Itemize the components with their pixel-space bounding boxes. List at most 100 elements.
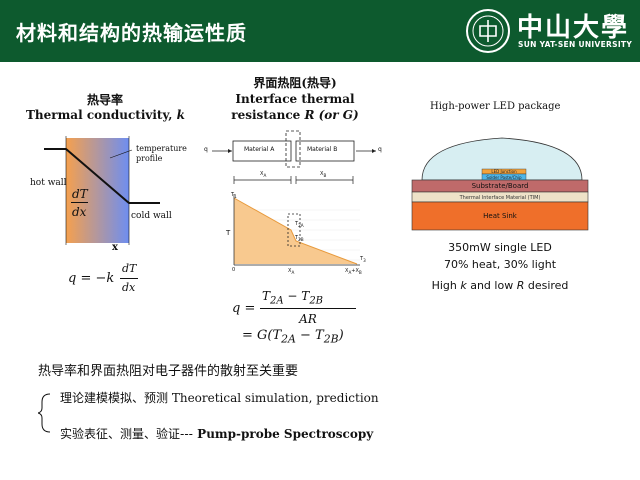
interface-zoom-box [287,213,301,247]
middle-title-cn: 界面热阻(热导) [253,76,337,90]
origin-label: 0 [232,267,236,273]
temperature-drop-line [233,197,358,265]
caption3-k: k [460,279,467,292]
middle-title-en-2: resistance R (or G) [225,108,365,122]
xa-span-text: X [260,171,264,177]
t3-label: T3 [360,256,366,263]
left-title-en-text: Thermal conductivity, [26,108,177,122]
interface-diagram [212,130,376,266]
g-sub-2a: 2A [281,332,296,346]
middle-title-var: R (or G) [304,108,359,122]
logo-chinese: 中山大學 [517,13,630,43]
fourier-bar [120,278,138,279]
led-package-title: High-power LED package [430,101,561,112]
xa-span-label: XA [260,171,267,178]
substrate-label: Substrate/Board [471,182,529,190]
university-seal-icon [466,9,510,53]
bullet-experiment-cn: 实验表征、测量、验证--- [60,427,193,441]
t-axis-label: T [226,229,231,237]
caption3-b: and low [466,279,517,292]
left-title-var: k [176,108,185,122]
dT-label: dT [72,187,88,201]
num-t-a: T [262,289,271,303]
t2b-label: T2B [295,235,304,242]
temperature-profile-label: temperature profile [136,144,187,164]
bullet-experiment: 实验表征、测量、验证--- Pump-probe Spectroscopy [60,425,373,442]
caption3-c: desired [524,279,569,292]
middle-title-en-2-text: resistance [231,108,305,122]
left-title-en: Thermal conductivity, k [26,108,186,122]
interface-formula-num: T2A − T2B [262,289,323,306]
conductivity-diagram [44,136,160,245]
num-sub-2a: 2A [270,295,284,307]
bullet-theory-en: Theoretical simulation, prediction [168,391,379,405]
fourier-den: dx [122,281,136,294]
xa-tick-text: X [288,268,292,274]
led-caption-1: 350mW single LED [448,241,552,254]
material-a-box [232,140,292,162]
middle-title-en-1: Interface thermal [235,92,355,106]
material-b-box [295,140,355,162]
g-eq-end: ) [338,328,344,343]
profile-pointer [109,149,133,159]
xb-span-label: XB [320,171,327,178]
interface-formula-lhs: q = [232,301,256,316]
xab-tick-label: XA+XB [345,268,362,275]
interface-fraction-bar [260,308,356,309]
logo-english: SUN YAT-SEN UNIVERSITY [518,40,633,49]
solder-paste-label: Solder Paste/Chip [486,175,522,180]
tim-label: Thermal Interface Material (TIM) [459,195,541,201]
t1-text: T [231,192,235,198]
temp-profile-line2: profile [136,154,163,163]
caption3-a: High [431,279,461,292]
t2a-label: T2A [295,221,304,228]
hot-wall-label: hot wall [30,178,67,188]
g-eq-mid: − T [295,328,324,343]
heat-sink-label: Heat Sink [483,212,517,220]
led-dome [421,137,583,181]
slab-gradient [66,138,129,243]
x-axis-label: x [112,242,118,253]
left-title-cn: 热导率 [86,93,123,107]
fourier-lhs: q = −k [68,271,115,286]
heat-sink-layer [411,201,589,231]
dT-fraction-bar [71,202,88,203]
led-caption-3: High k and low R desired [400,279,600,292]
temp-profile-line1: temperature [136,144,187,153]
num-t-b: T [301,289,310,303]
slide-title: 材料和结构的热输运性质 [16,21,247,45]
fourier-num: dT [122,262,137,275]
xb-span-text: X [320,171,324,177]
interface-formula-den: AR [299,312,317,326]
t2a-text: T [295,221,299,227]
header-bar: 材料和结构的热输运性质 中山大學 SUN YAT-SEN UNIVERSITY [0,0,640,62]
led-junction-label: LED Junction [491,169,517,174]
caption3-r: R [516,279,525,292]
g-sub-2b: 2B [323,332,339,346]
t3-text: T [360,256,364,262]
material-b-label: Material B [307,146,338,153]
bullet-theory: 理论建模模拟、预测 Theoretical simulation, predic… [60,389,379,406]
cold-wall-label: cold wall [131,211,172,221]
num-minus: − [283,289,302,303]
t1-label: T1 [231,192,237,199]
material-a-label: Material A [244,146,275,153]
q-out-label: q [378,146,382,153]
importance-statement: 热导率和界面热阻对电子器件的散射至关重要 [38,364,299,379]
list-bracket [38,393,51,433]
g-eq-start: = G(T [242,328,282,343]
led-caption-2: 70% heat, 30% light [443,258,557,271]
num-sub-2b: 2B [309,295,324,307]
xab-tick-text: X [345,268,349,274]
temperature-profile-line [44,148,160,204]
dx-label: dx [72,205,87,219]
bullet-experiment-en: Pump-probe Spectroscopy [193,427,374,441]
interface-dashed-box [285,130,301,168]
led-package-diagram [411,137,589,231]
q-in-label: q [204,146,208,153]
interface-formula-g: = G(T2A − T2B) [242,328,344,346]
xa-tick-label: XA [288,268,295,275]
temperature-drop-area [234,198,357,264]
t2b-text: T [295,235,299,241]
bullet-theory-cn: 理论建模模拟、预测 [60,391,169,405]
